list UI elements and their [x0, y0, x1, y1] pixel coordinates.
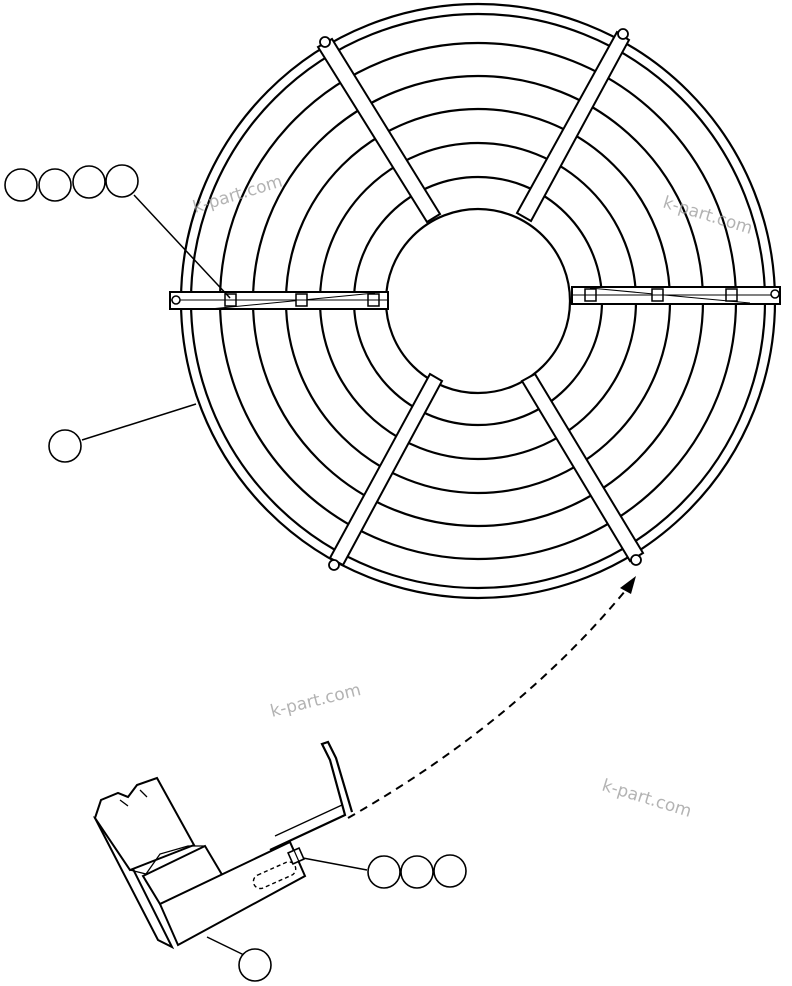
callout-bubble — [433, 854, 467, 888]
mounting-bar-right — [571, 286, 781, 305]
leader-line — [302, 857, 368, 871]
watermark: k-part.com — [661, 193, 755, 239]
callout-group-3 — [367, 854, 467, 889]
guard-spoke — [520, 372, 645, 566]
callout-bubble — [72, 165, 106, 199]
guard-spoke — [328, 372, 444, 571]
callout-group-1 — [4, 164, 139, 202]
watermark: k-part.com — [268, 680, 363, 722]
callout-bubble — [4, 168, 38, 202]
callout-group-2 — [48, 429, 82, 463]
callout-bubble — [105, 164, 139, 198]
bracket-assembly — [92, 740, 354, 950]
callout-bubble — [238, 948, 272, 982]
watermark: k-part.com — [600, 776, 694, 822]
fan-guard — [169, 2, 781, 600]
guard-spoke — [515, 28, 631, 223]
leader-line — [133, 194, 231, 299]
bolt — [287, 847, 305, 865]
callout-bubble — [367, 855, 401, 889]
leader-line — [81, 403, 197, 441]
callout-bubble — [38, 168, 72, 202]
mounting-bar-left — [169, 291, 389, 310]
leader-lines — [81, 194, 368, 956]
callout-bubble — [400, 855, 434, 889]
guard-hub-ring — [384, 207, 572, 395]
guard-spoke — [316, 36, 442, 224]
callout-bubble — [48, 429, 82, 463]
guard-ring — [352, 175, 604, 427]
callout-group-4 — [238, 948, 272, 982]
assembly-arrow — [347, 576, 636, 819]
leader-line — [206, 936, 245, 956]
